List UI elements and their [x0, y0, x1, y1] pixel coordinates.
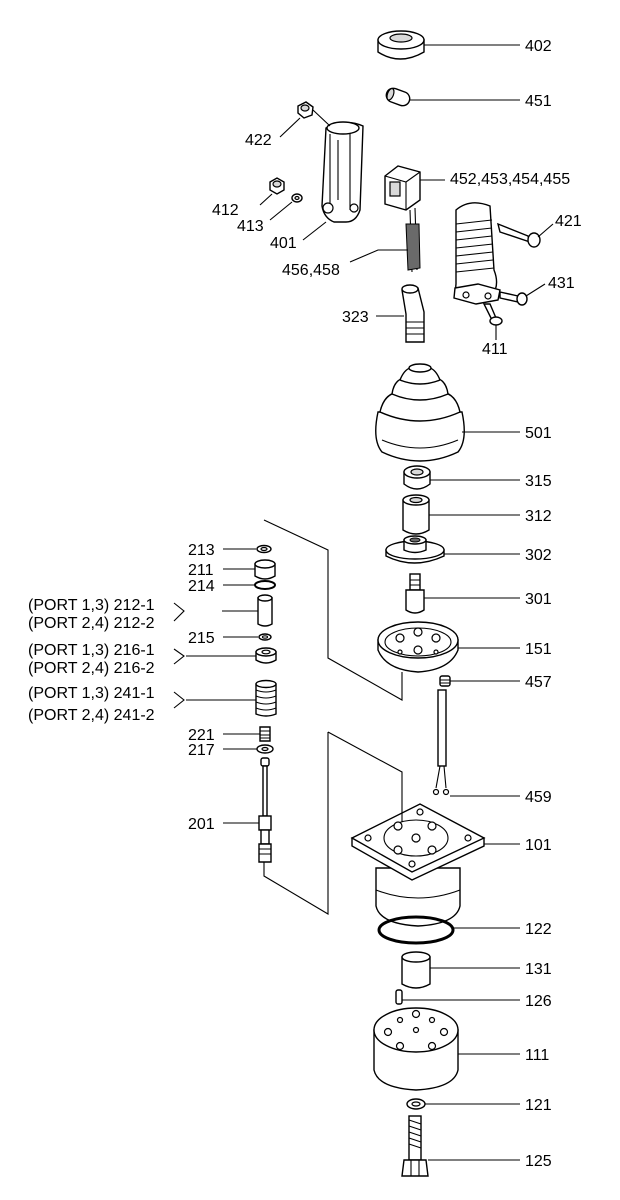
- label-452: 452,453,454,455: [450, 171, 570, 188]
- part-315-nut: [403, 465, 431, 490]
- leader-412: [259, 193, 273, 206]
- label-422: 422: [245, 132, 272, 149]
- part-411-screw: [482, 303, 503, 326]
- part-131-bushing: [401, 951, 431, 989]
- leader-401: [302, 221, 327, 241]
- part-121-washer: [406, 1098, 426, 1110]
- part-451-plug: [385, 87, 411, 107]
- label-312: 312: [525, 508, 552, 525]
- bracket-241: [173, 691, 185, 709]
- part-412-nut: [269, 177, 285, 195]
- leader-413: [269, 201, 293, 221]
- label-125: 125: [525, 1153, 552, 1170]
- label-122: 122: [525, 921, 552, 938]
- label-413: 413: [237, 218, 264, 235]
- part-215-washer: [258, 633, 272, 641]
- part-301-stem: [405, 573, 425, 614]
- label-121: 121: [525, 1097, 552, 1114]
- label-457: 457: [525, 674, 552, 691]
- part-452-switch: [384, 165, 421, 273]
- part-216-seat: [255, 647, 277, 664]
- part-211-plug: [254, 559, 276, 580]
- label-456: 456,458: [282, 262, 340, 279]
- part-122-oring: [377, 915, 455, 945]
- label-212-2: (PORT 2,4) 212-2: [28, 615, 155, 632]
- part-302-disc: [385, 535, 445, 564]
- label-323: 323: [342, 309, 369, 326]
- leader-422: [279, 109, 331, 138]
- part-125-bolt: [401, 1115, 429, 1177]
- part-401-handle-left: [321, 121, 364, 223]
- bracket-212: [173, 602, 185, 622]
- label-451: 451: [525, 93, 552, 110]
- label-215: 215: [188, 630, 215, 647]
- part-grip-handle-right: [453, 202, 501, 305]
- label-241-1: (PORT 1,3) 241-1: [28, 685, 155, 702]
- label-216-1: (PORT 1,3) 216-1: [28, 642, 155, 659]
- part-221-spring: [259, 726, 271, 742]
- label-412: 412: [212, 202, 239, 219]
- part-431-screw: [499, 291, 528, 306]
- part-111-base: [373, 1007, 459, 1091]
- label-501: 501: [525, 425, 552, 442]
- part-212-spool: [257, 594, 273, 627]
- label-213: 213: [188, 542, 215, 559]
- label-201: 201: [188, 816, 215, 833]
- assembly-guide-upper: [263, 519, 403, 701]
- part-214-oring: [254, 580, 276, 590]
- label-111: 111: [525, 1047, 549, 1064]
- part-126-pin: [395, 989, 403, 1005]
- label-221: 221: [188, 727, 215, 744]
- part-413-washer: [291, 193, 303, 203]
- assembly-guide-lower: [263, 731, 403, 915]
- part-402-cap: [377, 30, 425, 60]
- label-217: 217: [188, 742, 215, 759]
- part-457-sleeve: [439, 675, 451, 687]
- label-216-2: (PORT 2,4) 216-2: [28, 660, 155, 677]
- label-151: 151: [525, 641, 552, 658]
- leader-431: [525, 283, 546, 297]
- part-422-nut: [297, 101, 314, 119]
- label-241-2: (PORT 2,4) 241-2: [28, 707, 155, 724]
- label-401: 401: [270, 235, 297, 252]
- label-459: 459: [525, 789, 552, 806]
- part-459-cable: [432, 689, 450, 796]
- part-201-pushrod: [258, 757, 272, 863]
- label-212-1: (PORT 1,3) 212-1: [28, 597, 155, 614]
- label-421: 421: [555, 213, 582, 230]
- part-101-casing: [350, 803, 486, 927]
- leader-456: [349, 249, 408, 263]
- part-312-sleeve: [402, 494, 430, 535]
- label-101: 101: [525, 837, 552, 854]
- part-217-washer: [256, 744, 274, 754]
- part-241-spring: [255, 679, 277, 717]
- part-421-screw: [496, 222, 541, 248]
- label-214: 214: [188, 578, 215, 595]
- part-213-ring: [256, 544, 272, 554]
- label-315: 315: [525, 473, 552, 490]
- label-131: 131: [525, 961, 552, 978]
- leader-421: [537, 223, 554, 238]
- label-402: 402: [525, 38, 552, 55]
- label-211: 211: [188, 562, 214, 579]
- part-501-boot: [375, 363, 465, 462]
- label-302: 302: [525, 547, 552, 564]
- part-151-plate: [377, 621, 459, 673]
- label-301: 301: [525, 591, 552, 608]
- label-126: 126: [525, 993, 552, 1010]
- bracket-216: [173, 648, 185, 665]
- label-411: 411: [482, 341, 508, 358]
- part-323-tube: [401, 284, 425, 343]
- label-431: 431: [548, 275, 575, 292]
